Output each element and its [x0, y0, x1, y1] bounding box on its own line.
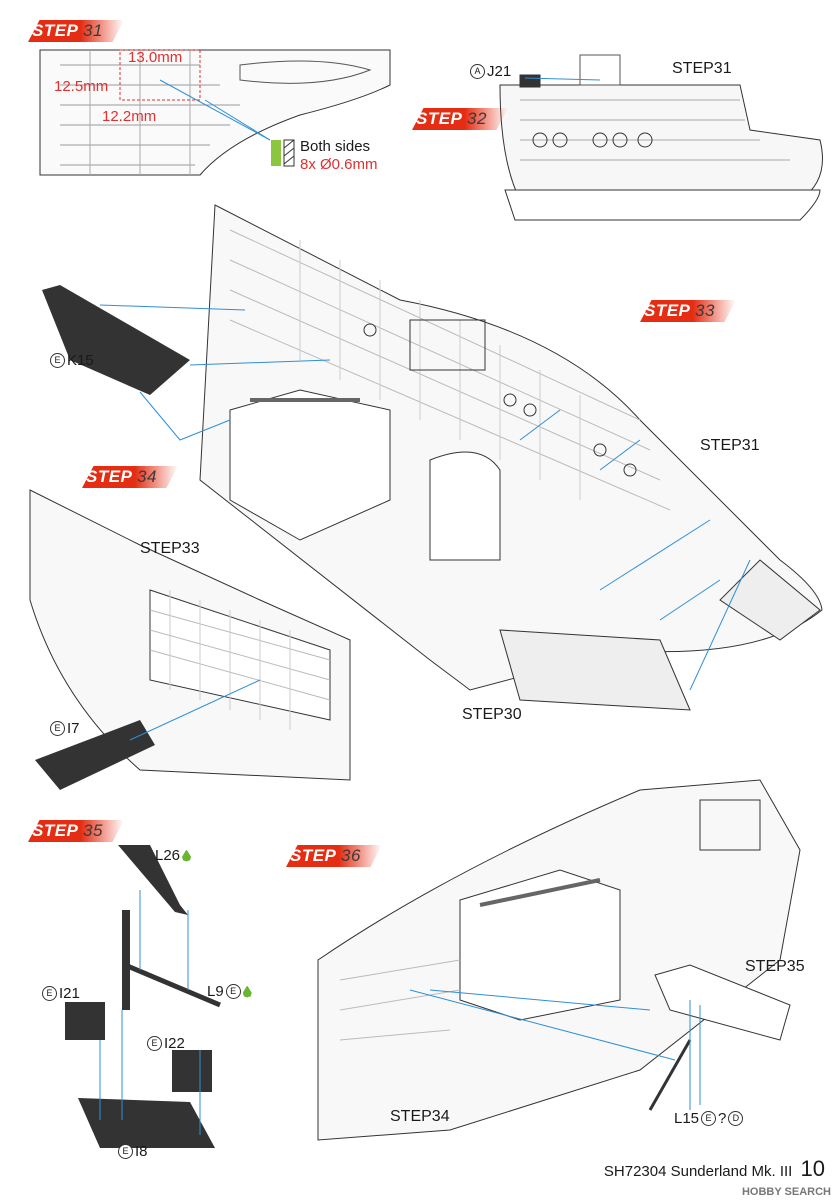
sprue-e-icon: E [42, 986, 57, 1001]
part-j21: A J21 [470, 63, 511, 80]
sprue-d-icon: D [728, 1111, 744, 1126]
part-k15: E K15 [50, 352, 94, 369]
sprue-e-icon: E [118, 1144, 133, 1159]
step33-main-assembly [199, 204, 823, 711]
step35-parts [65, 845, 221, 1148]
sprue-e-icon: E [701, 1111, 717, 1126]
glue-drop-icon [242, 985, 252, 998]
sprue-e-icon: E [147, 1036, 162, 1051]
part-i7: E I7 [50, 720, 80, 737]
step33-leaders [99, 304, 751, 691]
glue-drop-icon [182, 849, 192, 862]
k15-floor-panel [42, 285, 190, 395]
step35-leaders [99, 890, 201, 1135]
ref-step35: STEP35 [745, 958, 805, 975]
step36-leaders [409, 989, 701, 1110]
part-i22: E I22 [147, 1035, 185, 1052]
drill-note-holes: 8x Ø0.6mm [300, 156, 378, 173]
step36-assembly [317, 779, 801, 1141]
part-i8: E I8 [118, 1143, 148, 1160]
part-i21: E I21 [42, 985, 80, 1002]
i7-floor-part [35, 720, 155, 790]
dimension-height: 12.5mm [54, 78, 109, 95]
ref-step34: STEP34 [390, 1108, 450, 1125]
sprue-e-icon: E [50, 721, 65, 736]
watermark-logo: HOBBY SEARCH [741, 1186, 831, 1198]
ref-step31-top: STEP31 [672, 60, 732, 77]
ref-step31-main: STEP31 [700, 437, 760, 454]
sprue-e-icon: E [50, 353, 65, 368]
sprue-a-icon: A [470, 64, 485, 79]
kit-title: SH72304 Sunderland Mk. III [603, 1163, 793, 1180]
drill-note-sides: Both sides [300, 138, 371, 155]
ref-step30: STEP30 [462, 706, 522, 723]
page-footer: SH72304 Sunderland Mk. III 10 [604, 1156, 825, 1182]
page-number: 10 [800, 1156, 825, 1181]
drill-icon [271, 139, 295, 167]
dimension-width-bottom: 12.2mm [102, 108, 157, 125]
step31-hull-detail [39, 49, 391, 176]
sprue-e-icon: E [225, 984, 241, 999]
dimension-width-top: 13.0mm [128, 49, 183, 66]
ref-step33: STEP33 [140, 540, 200, 557]
step34-assembly [29, 489, 351, 781]
part-l15: L15 E ? D [674, 1110, 744, 1127]
part-l9: L9 E [207, 983, 252, 1000]
step32-hull-section [499, 54, 823, 221]
step34-leader [129, 679, 261, 741]
part-l26: L26 [155, 847, 192, 864]
